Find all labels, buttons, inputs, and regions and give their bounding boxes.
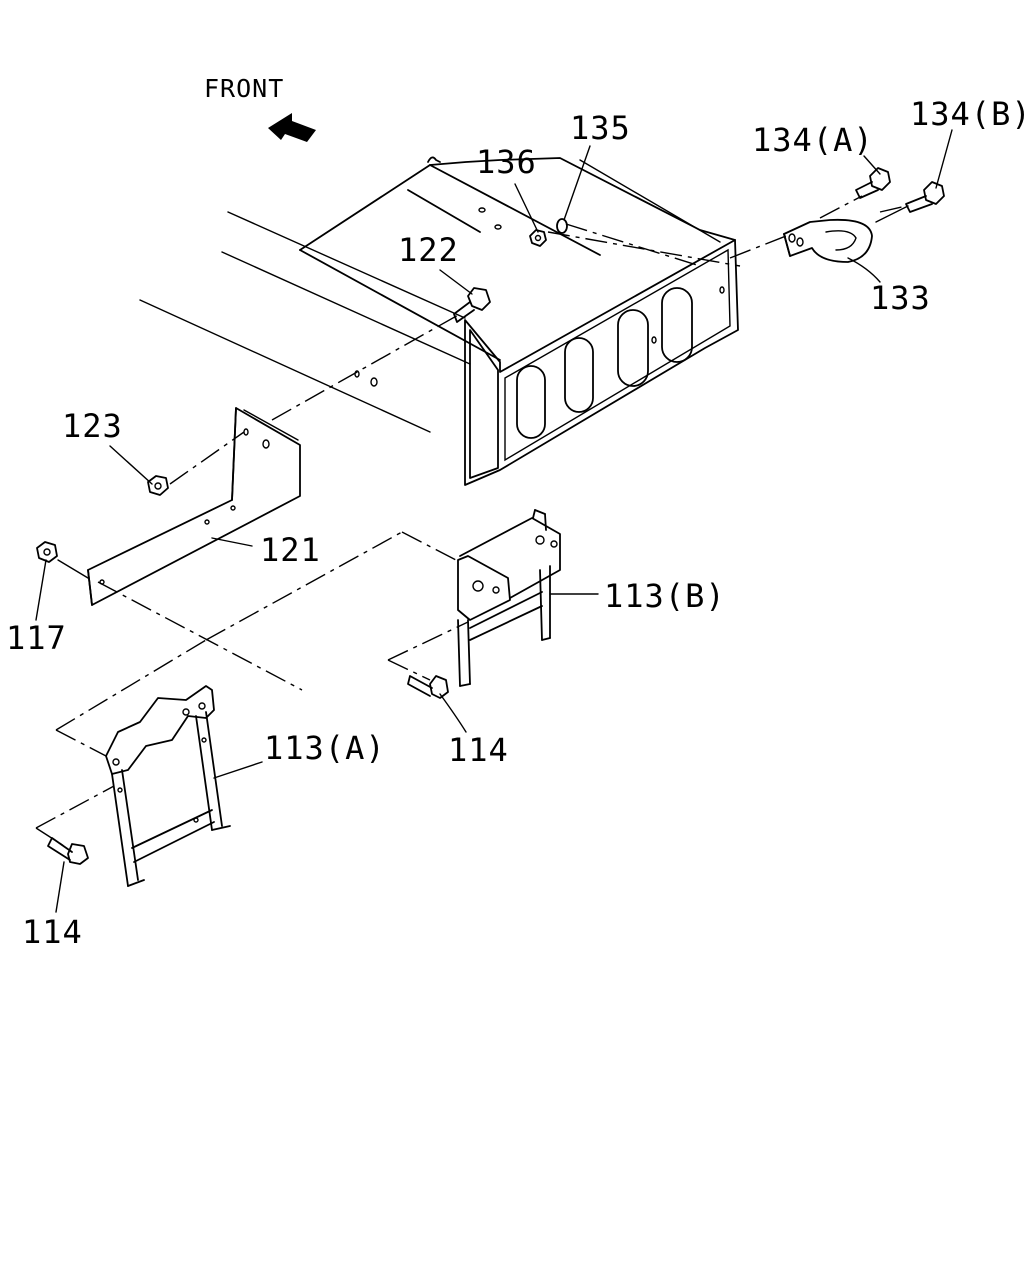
tow-hook-133 <box>783 218 873 263</box>
part-label-121: 121 <box>260 531 321 569</box>
bracket-121 <box>87 407 301 606</box>
bracket-113a <box>105 685 231 887</box>
part-label-117: 117 <box>6 619 67 657</box>
bolt-122-icon <box>453 287 491 323</box>
part-label-123: 123 <box>62 407 123 445</box>
bracket-113b <box>457 509 561 687</box>
part-label-114-right: 114 <box>448 731 509 769</box>
bolt-114-right-icon <box>407 675 449 699</box>
bolt-114-left-icon <box>47 837 89 865</box>
leader-lines <box>35 129 953 913</box>
nut-136-icon <box>529 229 547 247</box>
part-label-133: 133 <box>870 279 931 317</box>
front-arrow-icon <box>268 113 316 142</box>
cross-member <box>299 156 739 486</box>
frame-rails <box>139 211 471 433</box>
part-label-114-left: 114 <box>22 913 83 951</box>
part-label-134b: 134(B) <box>910 95 1024 133</box>
assembly-centerlines <box>35 195 909 847</box>
bolt-134a-icon <box>855 167 891 199</box>
nut-117-icon <box>36 541 58 563</box>
part-label-134a: 134(A) <box>752 121 874 159</box>
front-label: FRONT <box>204 74 285 103</box>
nut-123-icon <box>147 475 169 496</box>
part-label-122: 122 <box>398 231 459 269</box>
part-label-136: 136 <box>476 143 537 181</box>
part-label-113a: 113(A) <box>264 729 386 767</box>
washer-135-icon <box>556 218 568 234</box>
part-label-135: 135 <box>570 109 631 147</box>
bolt-134b-icon <box>905 181 945 213</box>
part-label-113b: 113(B) <box>604 577 726 615</box>
